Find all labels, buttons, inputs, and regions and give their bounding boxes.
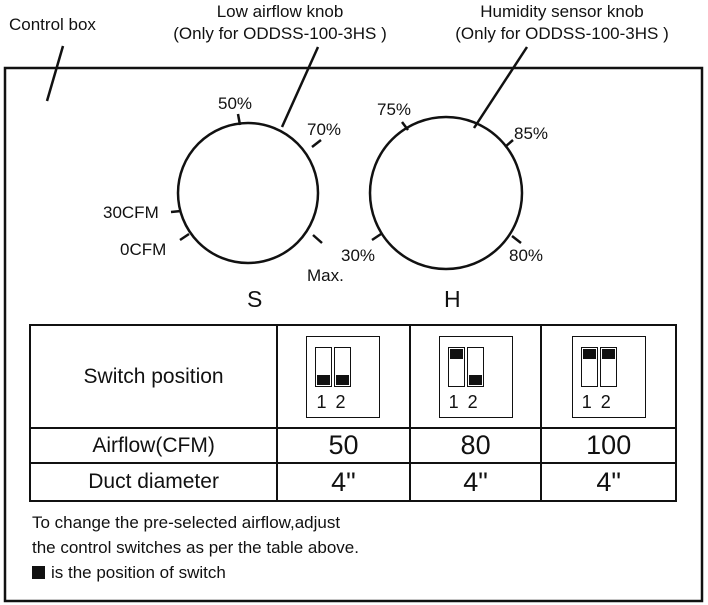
switch-2-slot: [466, 346, 484, 387]
duct-value: 4": [276, 462, 411, 502]
switch-2-knob: [601, 348, 615, 359]
switch-1-slot: [447, 346, 465, 387]
switch-number-2: 2: [467, 391, 478, 412]
switch-number-1: 1: [448, 391, 459, 412]
switch-1-knob: [582, 348, 596, 359]
duct-label: Duct diameter: [28, 462, 279, 502]
switch-1-slot: [580, 346, 598, 387]
mark-30: 30%: [341, 246, 376, 265]
switch-2-slot: [334, 346, 352, 387]
switch-position-label: Switch position: [28, 324, 279, 429]
switch-1-knob: [449, 348, 463, 359]
tick-80: [511, 235, 522, 244]
duct-value: 4": [408, 462, 543, 502]
tick-85: [504, 139, 514, 148]
mark-0cfm: 0CFM: [120, 240, 167, 259]
instruction-note: To change the pre-selected airflow,adjus…: [32, 510, 359, 585]
mark-85: 85%: [514, 124, 549, 143]
switch-position-row: Switch position 1 2 1 2 1 2: [28, 324, 677, 429]
low-airflow-callout: Low airflow knob (Only for ODDSS-100-3HS…: [140, 1, 420, 45]
switch-2-knob: [468, 374, 482, 385]
humidity-title: Humidity sensor knob: [480, 2, 644, 21]
control-box-pointer: [45, 45, 65, 102]
mark-75: 75%: [377, 100, 412, 119]
mark-30cfm: 30CFM: [103, 203, 159, 222]
switch-1-knob: [317, 374, 331, 385]
control-box-outline: [3, 66, 704, 603]
dip-switch-icon: 1 2: [571, 335, 646, 418]
tick-50: [236, 113, 242, 126]
switch-cell: 1 2: [408, 324, 543, 429]
tick-75: [401, 121, 409, 131]
low-airflow-model: ODDSS-100-3HS: [243, 24, 377, 43]
mark-50: 50%: [218, 94, 253, 113]
low-airflow-note: (Only for ODDSS-100-3HS ): [173, 24, 387, 43]
dip-switch-icon: 1 2: [306, 335, 381, 418]
switch-cell: 1 2: [276, 324, 411, 429]
humidity-note: (Only for ODDSS-100-3HS ): [455, 24, 669, 43]
knob-s-letter: S: [247, 286, 263, 312]
duct-value: 4": [540, 462, 677, 502]
humidity-callout: Humidity sensor knob (Only for ODDSS-100…: [421, 1, 703, 45]
humidity-dial: [368, 115, 524, 271]
humidity-model: ODDSS-100-3HS: [525, 24, 659, 43]
note-line-3: is the position of switch: [32, 560, 359, 585]
airflow-row: Airflow(CFM) 50 80 100: [28, 427, 677, 464]
low-airflow-title: Low airflow knob: [216, 2, 344, 21]
note-line-2: the control switches as per the table ab…: [32, 538, 359, 557]
switch-number-1: 1: [316, 391, 327, 412]
switch-table: Switch position 1 2 1 2 1 2: [28, 324, 677, 502]
airflow-value: 80: [408, 427, 543, 464]
mark-80: 80%: [509, 246, 544, 265]
switch-number-2: 2: [600, 391, 611, 412]
humidity-pointer: [472, 46, 529, 129]
duct-row: Duct diameter 4" 4" 4": [28, 462, 677, 502]
low-airflow-dial: [176, 121, 320, 265]
airflow-value: 100: [540, 427, 677, 464]
tick-max: [312, 234, 323, 244]
switch-marker-icon: [32, 566, 45, 579]
low-airflow-pointer: [280, 46, 320, 128]
switch-number-2: 2: [335, 391, 346, 412]
control-box-label: Control box: [9, 15, 96, 34]
switch-2-knob: [336, 374, 350, 385]
note-line-1: To change the pre-selected airflow,adjus…: [32, 513, 341, 532]
airflow-label: Airflow(CFM): [28, 427, 279, 464]
knob-h-letter: H: [444, 286, 461, 312]
switch-2-slot: [599, 346, 617, 387]
tick-0cfm: [179, 232, 190, 242]
airflow-value: 50: [276, 427, 411, 464]
mark-max: Max.: [307, 266, 344, 285]
switch-number-1: 1: [581, 391, 592, 412]
switch-cell: 1 2: [540, 324, 677, 429]
mark-70: 70%: [307, 120, 342, 139]
switch-1-slot: [315, 346, 333, 387]
tick-30cfm: [170, 209, 182, 214]
tick-30: [371, 232, 382, 242]
dip-switch-icon: 1 2: [438, 335, 513, 418]
tick-70: [311, 139, 322, 148]
